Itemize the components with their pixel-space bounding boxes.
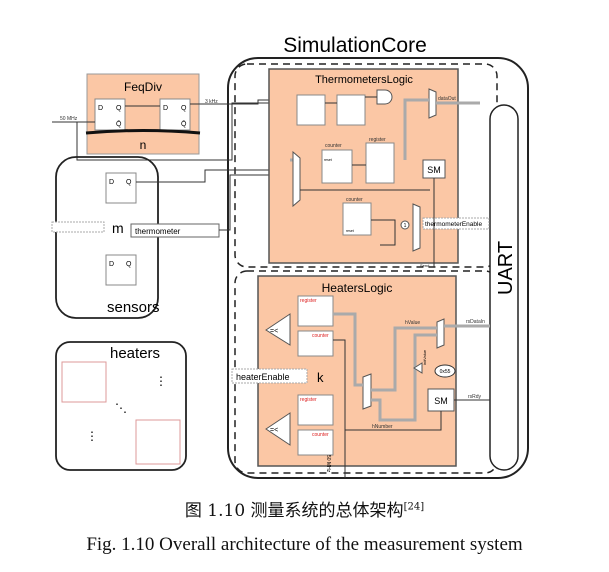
uart-label: UART: [495, 241, 517, 295]
thermometer-enable-box: [422, 217, 490, 230]
uart-block: [489, 104, 519, 471]
heater-enable-box: [231, 368, 308, 384]
initvalue-label: initValue: [422, 349, 427, 365]
sensors-title: sensors: [107, 299, 160, 316]
comparator-label: =<: [270, 328, 278, 335]
svg-text:D: D: [163, 105, 168, 112]
simulation-core-frame: [227, 57, 529, 479]
mux: [292, 150, 301, 208]
mux: [436, 318, 445, 349]
counter-label: counter: [346, 197, 363, 203]
feqdiv-title: FeqDiv: [124, 80, 162, 94]
sensor-flipflop: [105, 254, 137, 286]
input-freq-label: 50 MHz: [60, 116, 78, 122]
svg-text:⋮: ⋮: [155, 374, 167, 388]
register-label: register: [300, 397, 317, 403]
svg-text:Q̄: Q̄: [116, 120, 122, 128]
svg-text:Q: Q: [181, 105, 187, 112]
rsrdy-label: rsRdy: [468, 394, 482, 400]
sensor-count: m: [112, 220, 124, 236]
svg-text:Q: Q: [116, 105, 122, 112]
svg-text:Q: Q: [126, 261, 132, 268]
sensor-flipflop: [105, 172, 137, 204]
svg-text:D: D: [109, 261, 114, 268]
reset-label: reset: [346, 229, 354, 233]
clock-label: 50 MHz: [325, 455, 331, 473]
feqdiv-count: n: [140, 138, 147, 152]
architecture-diagram: SimulationCore UART FeqDiv D Q Q̄ D Q Q̄ n 5…: [51, 34, 529, 479]
and-gate: [376, 89, 393, 105]
register-label: register: [369, 137, 386, 143]
hnumber-label: hNumber: [372, 424, 393, 430]
mux: [362, 373, 372, 410]
sm-label: SM: [427, 165, 441, 175]
thermometers-logic-title: ThermometersLogic: [315, 74, 413, 86]
counter-label: counter: [325, 143, 342, 149]
const-one: 1: [404, 223, 407, 229]
heater-sm-label: SM: [434, 396, 448, 406]
mux: [428, 88, 437, 119]
svg-text:Q: Q: [126, 179, 132, 186]
rsdatain-label: rsDataIn: [466, 319, 485, 325]
sensor-placeholder: [51, 221, 105, 233]
reset-label: reset: [324, 158, 332, 162]
caption-ref: [24]: [403, 501, 425, 513]
heater-cell: [135, 419, 181, 465]
data-out-label: dataOut: [438, 96, 456, 102]
svg-text:⋮: ⋮: [86, 429, 98, 443]
core-title: SimulationCore: [283, 34, 427, 57]
const-0x55: [434, 364, 456, 378]
thermometer-signal-label: thermometer: [135, 227, 181, 236]
caption-zh-text: 图 1.10 测量系统的总体架构: [184, 501, 404, 521]
svg-text:D: D: [98, 105, 103, 112]
mux: [412, 203, 421, 252]
const-0x55-label: 0x55: [440, 369, 451, 375]
send-label: Send: [420, 263, 429, 268]
flipflop: [159, 98, 191, 131]
register-label: register: [300, 298, 317, 304]
heaters-title: heaters: [110, 345, 160, 362]
svg-text:D: D: [109, 179, 114, 186]
comparator: [265, 412, 291, 446]
thermometer-enable-label: thermometerEnable: [425, 221, 482, 228]
heaters-frame: [55, 341, 187, 471]
caption-en: Fig. 1.10 Overall architecture of the me…: [86, 534, 523, 555]
heaters-logic-title: HeatersLogic: [322, 281, 393, 295]
caption-zh: 图 1.10 测量系统的总体架构[24]: [0, 496, 609, 521]
counter-label: counter: [312, 333, 329, 339]
heater-cell: [61, 361, 107, 403]
hvalue-label: hValue: [405, 320, 420, 326]
svg-text:⋱: ⋱: [115, 401, 127, 415]
output-freq-label: 3 kHz: [205, 99, 218, 105]
comparator-label: =<: [270, 427, 278, 434]
svg-text:Q̄: Q̄: [181, 120, 187, 128]
counter-label: counter: [312, 432, 329, 438]
heater-count: k: [317, 370, 324, 385]
heater-enable-label: heaterEnable: [236, 372, 290, 382]
comparator: [265, 313, 291, 346]
brace: [85, 129, 201, 135]
